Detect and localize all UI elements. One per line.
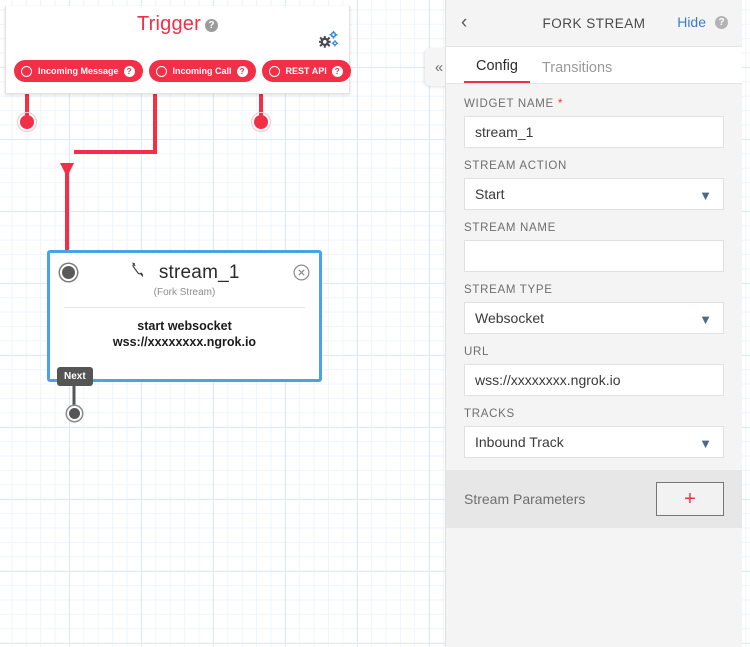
trigger-pill-incoming-message[interactable]: Incoming Message ? [14,60,143,82]
field-label: WIDGET NAME * [464,98,724,110]
close-circle-icon[interactable] [293,264,310,281]
phone-handset-icon [132,262,144,277]
hide-group: Hide ? [677,14,728,30]
connector-ring-icon[interactable] [268,65,280,77]
config-panel: ‹ FORK STREAM Hide ? Config Transitions … [445,0,742,647]
required-marker: * [553,98,563,110]
panel-header: ‹ FORK STREAM Hide ? [446,0,742,47]
node-title-text: stream_1 [158,262,240,283]
field-url: URL wss://xxxxxxxx.ngrok.io [464,346,724,396]
field-stream-type: STREAM TYPE Websocket ▼ [464,284,724,334]
field-stream-name: STREAM NAME [464,222,724,272]
panel-tabs: Config Transitions [446,47,742,84]
flow-node-stream-1[interactable]: stream_1 (Fork Stream) start websocket w… [47,250,322,382]
url-input[interactable]: wss://xxxxxxxx.ngrok.io [464,364,724,396]
connector-ring-icon[interactable] [155,65,167,77]
trigger-pill-incoming-call[interactable]: Incoming Call ? [148,60,256,82]
stream-action-select[interactable]: Start [464,178,724,210]
stream-parameters-section: Stream Parameters + [446,470,742,528]
hide-button[interactable]: Hide [677,14,706,30]
add-stream-parameter-button[interactable]: + [656,482,724,516]
help-circle-icon[interactable]: ? [205,19,218,32]
trigger-title: Trigger? [6,13,349,36]
node-subtitle: (Fork Stream) [153,287,216,298]
node-title: stream_1 [50,253,319,284]
help-circle-icon[interactable]: ? [236,65,248,77]
trigger-pill-label: Incoming Message [38,66,119,76]
widget-name-input[interactable]: stream_1 [464,116,724,148]
trigger-pills: Incoming Message ? Incoming Call ? REST … [5,60,351,82]
trigger-title-text: Trigger [136,13,201,35]
field-widget-name: WIDGET NAME * stream_1 [464,98,724,148]
node-next-transition-badge[interactable]: Next [57,367,93,386]
stream-type-select[interactable]: Websocket [464,302,724,334]
help-circle-icon[interactable]: ? [715,15,728,29]
node-body-line-1: start websocket [137,319,232,333]
help-circle-icon[interactable]: ? [331,65,343,77]
stream-name-input[interactable] [464,240,724,272]
node-body: start websocket wss://xxxxxxxx.ngrok.io [50,318,319,350]
help-circle-icon[interactable]: ? [123,65,135,77]
double-chevron-left-icon: « [434,58,444,76]
tab-transitions[interactable]: Transitions [541,60,613,76]
node-body-line-2: wss://xxxxxxxx.ngrok.io [112,335,257,349]
panel-title: FORK STREAM [542,15,646,31]
node-input-connector[interactable] [60,264,77,281]
trigger-pill-label: Incoming Call [172,66,232,76]
trigger-pill-label: REST API [285,66,327,76]
field-label: STREAM NAME [464,222,557,234]
chevron-left-icon[interactable]: ‹ [461,12,468,33]
stream-parameters-label: Stream Parameters [464,491,586,507]
tab-config[interactable]: Config [464,58,530,83]
field-label: TRACKS [464,408,515,420]
connector-ring-icon[interactable] [21,65,32,77]
field-stream-action: STREAM ACTION Start ▼ [464,160,724,210]
field-label: STREAM ACTION [464,160,568,172]
trigger-pill-rest-api[interactable]: REST API ? [261,60,351,82]
field-label: STREAM TYPE [464,284,553,296]
field-label-text: WIDGET NAME [464,98,554,110]
field-tracks: TRACKS Inbound Track ▼ [464,408,724,458]
tracks-select[interactable]: Inbound Track [464,426,724,458]
config-form: WIDGET NAME * stream_1 STREAM ACTION Sta… [446,84,742,458]
field-label: URL [464,346,490,358]
node-divider [64,307,305,308]
gears-icon[interactable] [317,30,339,50]
node-next-output-connector[interactable] [67,406,82,421]
